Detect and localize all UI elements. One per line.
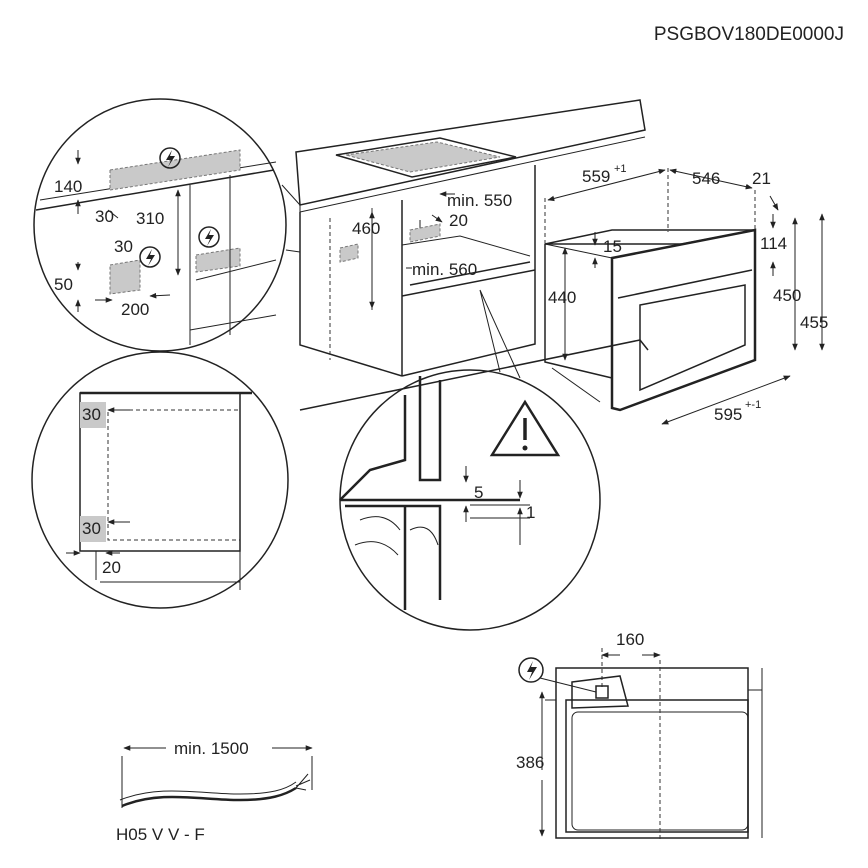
rear-view-dim-386: 386 xyxy=(516,753,544,772)
callout-top-left-dim-310: 310 xyxy=(136,209,164,228)
oven-dim-450: 450 xyxy=(773,286,801,305)
oven-dim-114: 114 xyxy=(760,234,787,253)
callout-left-dim-30-bottom: 30 xyxy=(82,519,101,538)
oven-dim-546: 546 xyxy=(692,169,720,188)
callout-left: 30 30 20 xyxy=(31,351,289,609)
cable-type: H05 V V - F xyxy=(116,825,205,844)
oven-dim-440: 440 xyxy=(548,288,576,307)
warning-triangle-icon xyxy=(489,399,561,457)
cabinet-dim-460: 460 xyxy=(352,219,380,238)
callout-top-left-dim-140: 140 xyxy=(54,177,82,196)
callout-top-left-dim-200: 200 xyxy=(121,300,149,319)
electric-connection-icon xyxy=(159,147,181,169)
electric-connection-icon xyxy=(139,246,161,268)
rear-view: 160 386 xyxy=(516,630,763,840)
callout-middle: 5 1 xyxy=(339,289,601,631)
cabinet-dim-20: 20 xyxy=(449,211,468,230)
oven-dim-21: 21 xyxy=(752,169,771,188)
oven-drawing xyxy=(544,168,757,412)
oven-dim-15: 15 xyxy=(603,237,622,256)
power-cable: min. 1500 H05 V V - F xyxy=(116,739,313,844)
callout-left-dim-20: 20 xyxy=(102,558,121,577)
oven-dim-455: 455 xyxy=(800,313,828,332)
cable-length: min. 1500 xyxy=(174,739,249,758)
oven-dimensions: 559 +1 546 21 15 114 440 450 455 595 +-1 xyxy=(547,163,828,425)
callout-top-left-dim-50: 50 xyxy=(54,275,73,294)
callout-top-left-dim-30b: 30 xyxy=(114,237,133,256)
callout-middle-dim-1: 1 xyxy=(526,503,535,522)
oven-dim-595-tolerance: +-1 xyxy=(745,399,761,411)
product-code: PSGBOV180DE0000J xyxy=(653,24,844,45)
callout-middle-dim-5: 5 xyxy=(474,483,483,502)
electric-connection-icon xyxy=(198,226,220,248)
callout-left-dim-30-top: 30 xyxy=(82,405,101,424)
oven-dim-595: 595 xyxy=(714,405,742,424)
callout-top-left: 140 30 310 30 50 200 xyxy=(33,98,301,352)
oven-dim-559: 559 xyxy=(582,167,610,186)
electric-connection-icon xyxy=(518,657,544,683)
cabinet-dim-min-550: min. 550 xyxy=(447,191,512,210)
cabinet-dimensions: 460 min. 550 20 min. 560 xyxy=(352,191,512,309)
oven-dim-559-tolerance: +1 xyxy=(614,163,627,175)
rear-view-dim-160: 160 xyxy=(616,630,644,649)
callout-top-left-dim-30a: 30 xyxy=(95,207,114,226)
cabinet-dim-min-560: min. 560 xyxy=(412,260,477,279)
